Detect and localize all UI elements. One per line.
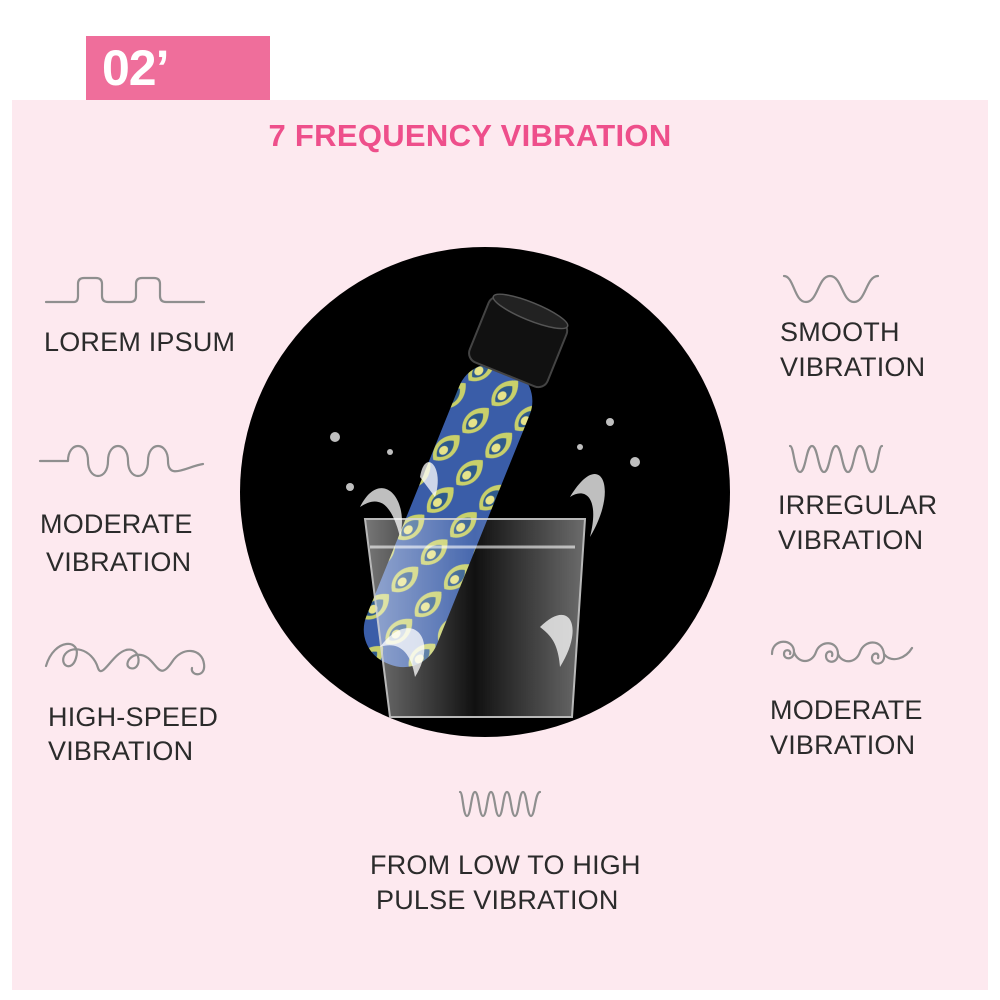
sine-wave-icon: [782, 274, 880, 304]
dense-wave-icon: [458, 790, 542, 818]
mode-6-label-line2: VIBRATION: [770, 730, 916, 760]
square-wave-icon: [44, 276, 206, 304]
product-illustration: [330, 293, 640, 718]
mode-4-label-line2: VIBRATION: [780, 352, 926, 382]
mode-3-label-line1: HIGH-SPEED: [48, 702, 219, 732]
spiral-wave-icon: [770, 640, 914, 665]
mode-2-label-line2: VIBRATION: [46, 547, 192, 577]
page-title: 7 FREQUENCY VIBRATION: [268, 118, 672, 153]
mode-6-label-line1: MODERATE: [770, 695, 923, 725]
rounded-wave-icon: [38, 444, 205, 478]
product-image: [240, 247, 730, 737]
mode-5-label-line1: IRREGULAR: [778, 490, 938, 520]
mode-3-label-line2: VIBRATION: [48, 736, 194, 766]
curl-wave-icon: [44, 642, 206, 676]
mode-7-label-line1: FROM LOW TO HIGH: [370, 850, 641, 880]
mode-5-label-line2: VIBRATION: [778, 525, 924, 555]
mode-4-label-line1: SMOOTH: [780, 317, 900, 347]
mode-1-label: LOREM IPSUM: [44, 327, 236, 357]
zigzag-wave-icon: [788, 444, 884, 474]
step-badge: 02’: [86, 36, 270, 100]
mode-2-label-line1: MODERATE: [40, 509, 193, 539]
mode-7-label-line2: PULSE VIBRATION: [376, 885, 619, 915]
